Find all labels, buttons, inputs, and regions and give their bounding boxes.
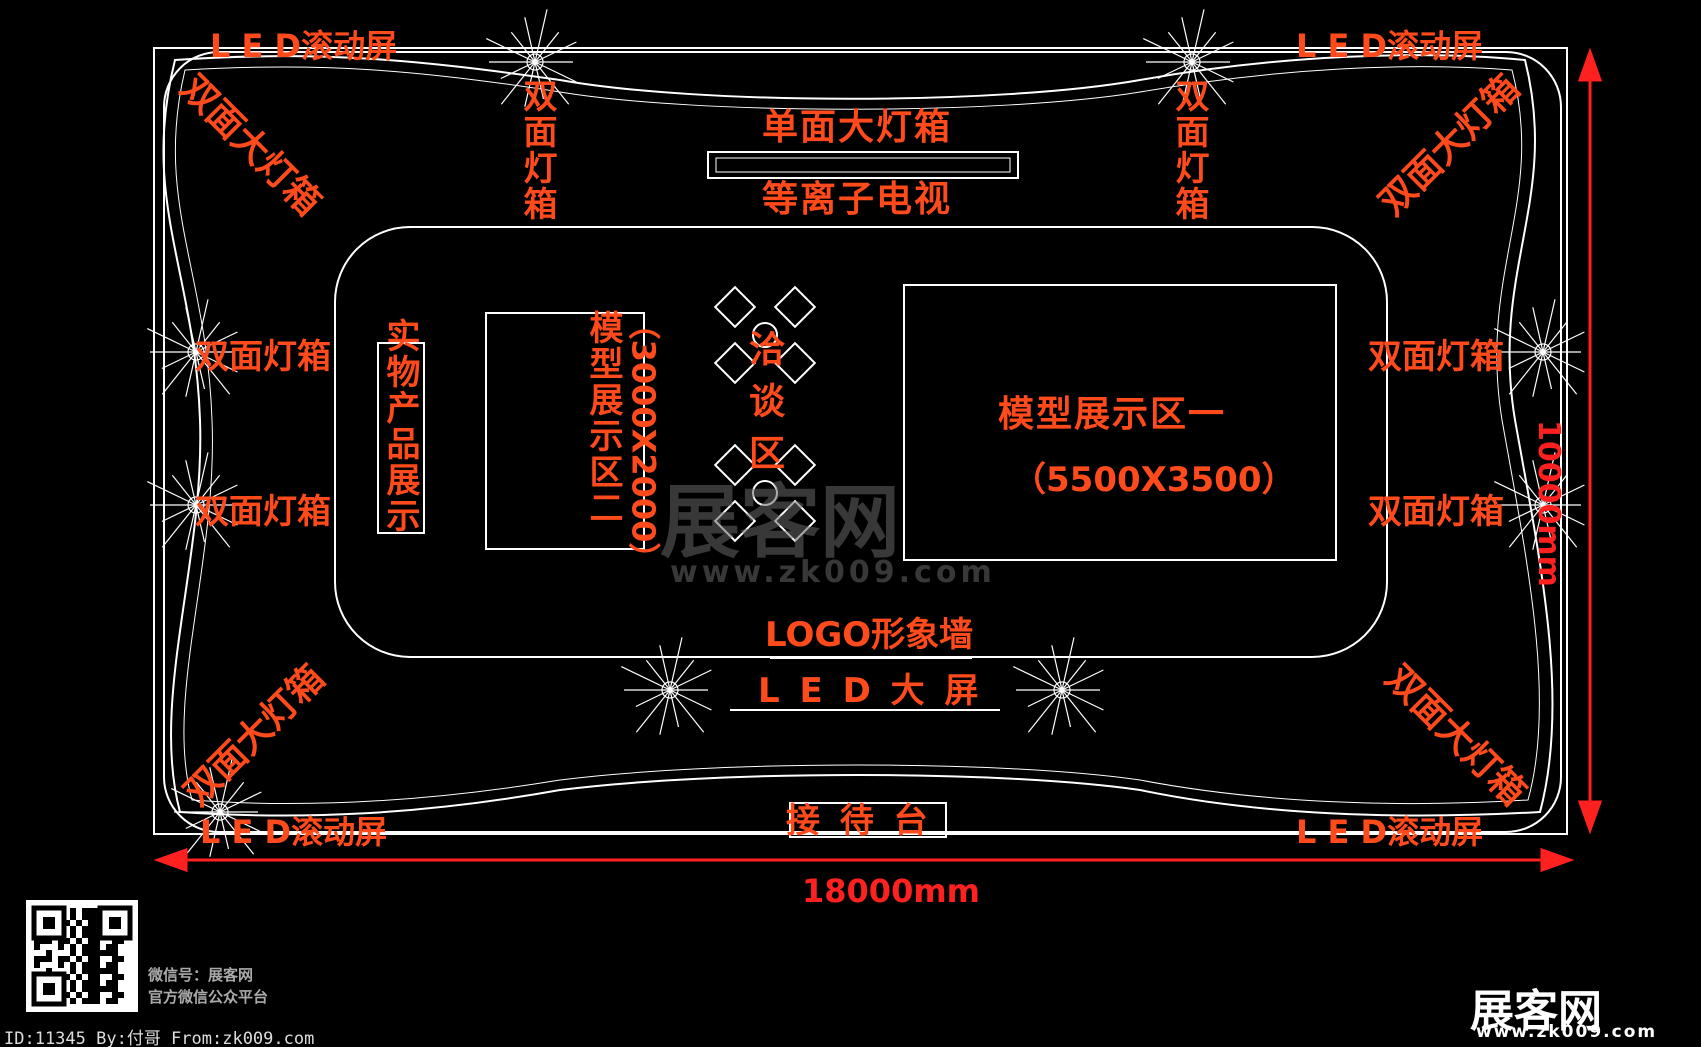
plant-icon [1494, 299, 1585, 397]
vertical-box-label-right: 双面灯箱 [1169, 78, 1209, 222]
plant-icon [1143, 9, 1234, 107]
reception-desk-frame [789, 802, 947, 838]
model-zone-one-frame [903, 284, 1337, 561]
qr-code-icon [26, 900, 138, 1012]
model-zone-two-size-label: （3000X2000） [624, 307, 663, 575]
outer-frame [153, 47, 1568, 835]
plant-icon [147, 452, 238, 550]
outer-rounded-boundary [163, 51, 1562, 833]
height-dimension-label: 10000mm [1531, 420, 1566, 587]
model-zone-one-size-label: （5500X3500） [1012, 460, 1296, 500]
inner-stage [334, 226, 1388, 658]
led-scroll-label-bottom-left: L E D滚动屏 [200, 813, 388, 851]
vertical-box-label-left: 双面灯箱 [517, 78, 557, 222]
watermark-url: www.zk009.com [670, 555, 996, 590]
wechat-id-text: 微信号：展客网 [148, 966, 254, 984]
model-zone-two-frame [485, 312, 645, 550]
curved-perimeter-inner [174, 66, 1540, 805]
width-dimension-label: 18000mm [802, 872, 981, 910]
logo-wall-label: LOGO形象墙 [765, 615, 974, 655]
single-big-box-label: 单面大灯箱 [762, 107, 953, 148]
plant-icon [147, 299, 238, 397]
height-arrow-bottom [1577, 800, 1603, 835]
height-arrow-top [1577, 47, 1603, 82]
plant-icon [1013, 637, 1104, 735]
plant-icons [147, 9, 1585, 857]
watermark-brand: 展客网 [660, 476, 900, 569]
footer-logo-text: 展客网 [1470, 986, 1602, 1037]
negotiation-zone-label: 洽谈区 [743, 330, 784, 486]
led-big-screen-label: L E D 大 屏 [758, 671, 983, 711]
model-zone-one-label: 模型展示区一 [998, 394, 1227, 435]
double-box-label-left-1: 双面灯箱 [195, 337, 331, 377]
single-light-box-bar-inner [715, 157, 1011, 173]
plant-icon [621, 637, 712, 735]
reception-desk-label: 接 待 台 [786, 801, 932, 841]
double-box-label-left-2: 双面灯箱 [195, 492, 331, 532]
product-display-frame [377, 342, 425, 534]
plant-icon [171, 759, 262, 857]
product-display-label: 实物产品展示 [380, 318, 420, 534]
double-box-label-right-2: 双面灯箱 [1368, 492, 1504, 532]
plasma-tv-label: 等离子电视 [762, 179, 953, 220]
width-arrow-right [1540, 847, 1575, 873]
led-scroll-label-top-right: L E D滚动屏 [1296, 27, 1484, 65]
footer-info: ID:11345 By:付哥 From:zk009.com [4, 1029, 315, 1047]
wechat-desc-text: 官方微信公众平台 [148, 988, 269, 1006]
led-scroll-label-top-left: L E D滚动屏 [210, 27, 398, 65]
led-scroll-label-bottom-right: L E D滚动屏 [1296, 813, 1484, 851]
negotiation-table-bottom [713, 443, 817, 543]
width-arrow-left [153, 847, 188, 873]
model-zone-two-label: 模型展示区二 [583, 310, 623, 526]
plant-icon [486, 9, 577, 107]
footer-logo-url: www.zk009.com [1476, 1022, 1658, 1042]
plant-icon [1494, 452, 1585, 550]
curved-perimeter [162, 54, 1554, 817]
double-box-label-right-1: 双面灯箱 [1368, 337, 1504, 377]
single-light-box-bar [707, 151, 1019, 179]
negotiation-table-top [713, 285, 817, 385]
